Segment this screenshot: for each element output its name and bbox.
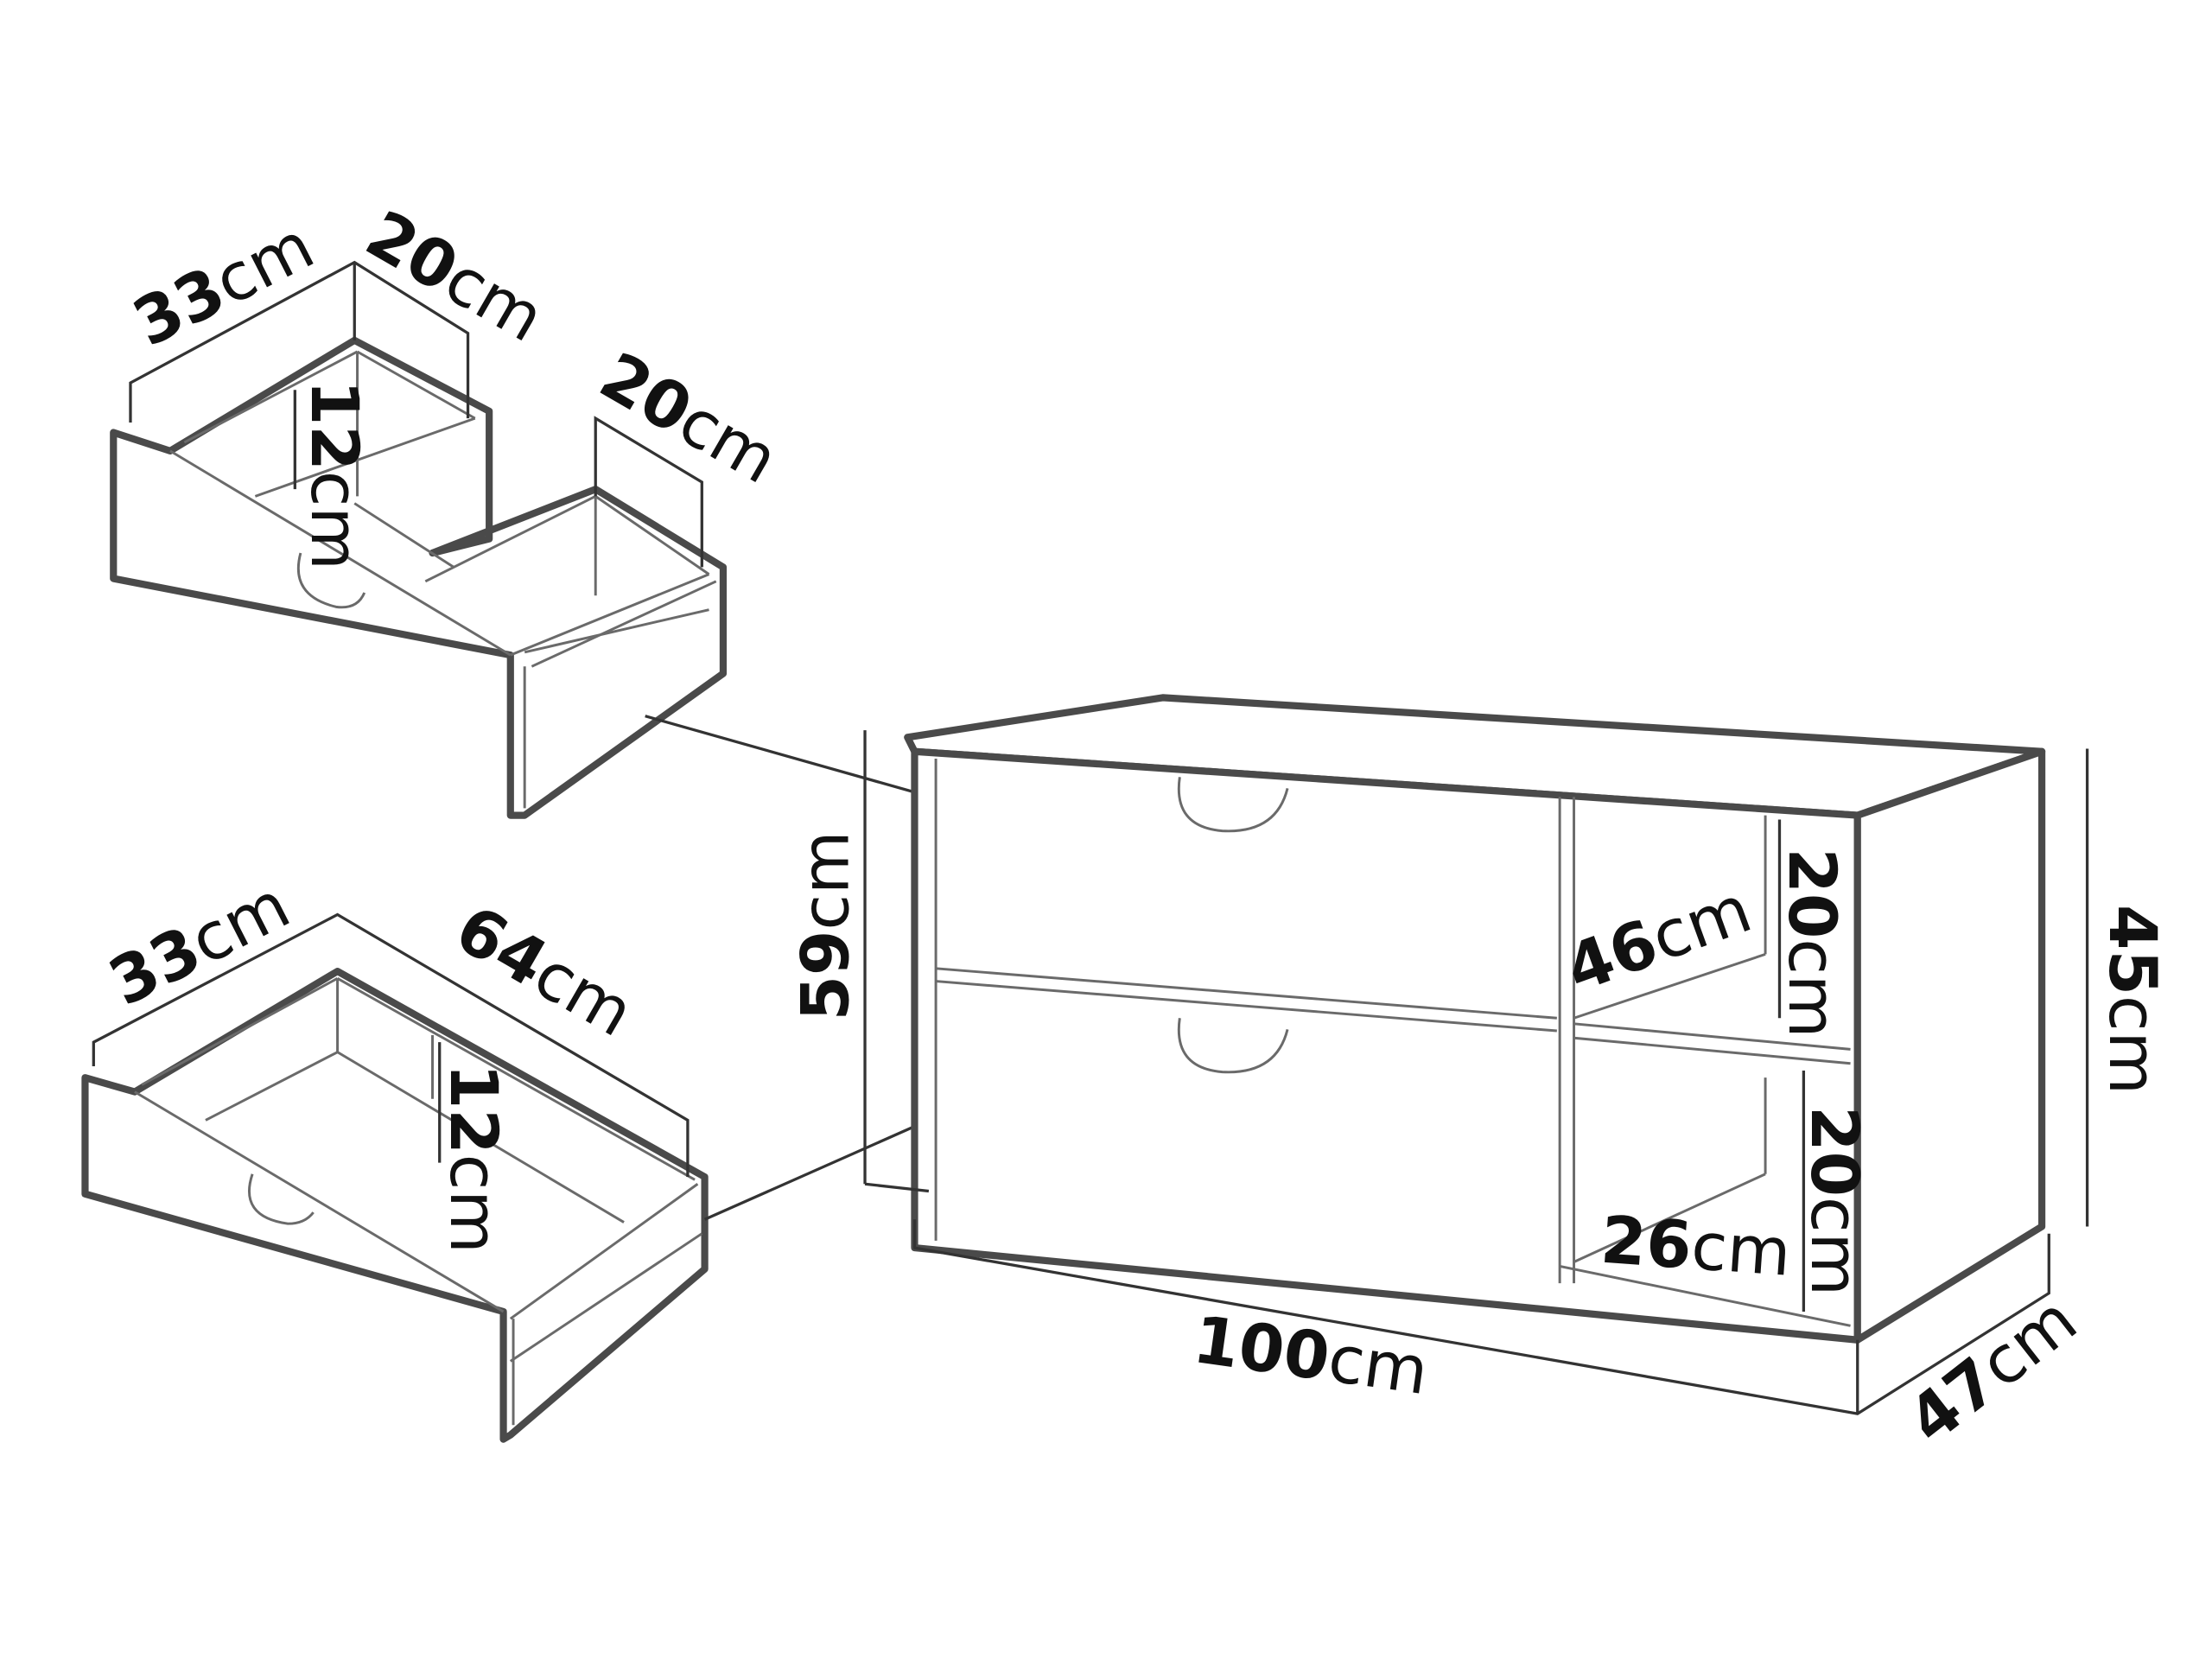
dim-cabinet-total-height: 45cm	[2094, 905, 2171, 1095]
dim-cabinet-depth: 47cm	[1894, 1281, 2091, 1459]
dim-bottom-drawer-width: 33cm	[98, 867, 302, 1020]
dim-shelf-height-upper: 20cm	[1774, 848, 1850, 1038]
dim-top-drawer-width: 33cm	[122, 207, 326, 361]
dim-cabinet-length: 100cm	[1189, 1301, 1433, 1409]
dim-shelf-depth: 26cm	[1599, 1202, 1794, 1291]
dim-shelf-height-lower: 20cm	[1796, 1106, 1872, 1296]
dim-cabinet-height: 59cm	[787, 830, 863, 1020]
top-drawer	[110, 260, 728, 819]
dim-bottom-drawer-depth: 64cm	[443, 891, 646, 1052]
dim-top-drawer-height: 12cm	[296, 380, 372, 570]
dim-top-drawer-depth-left: 20cm	[353, 196, 556, 357]
dim-bottom-drawer-height: 12cm	[435, 1064, 512, 1254]
bottom-drawer	[81, 912, 709, 1443]
cabinet	[863, 694, 2089, 1415]
